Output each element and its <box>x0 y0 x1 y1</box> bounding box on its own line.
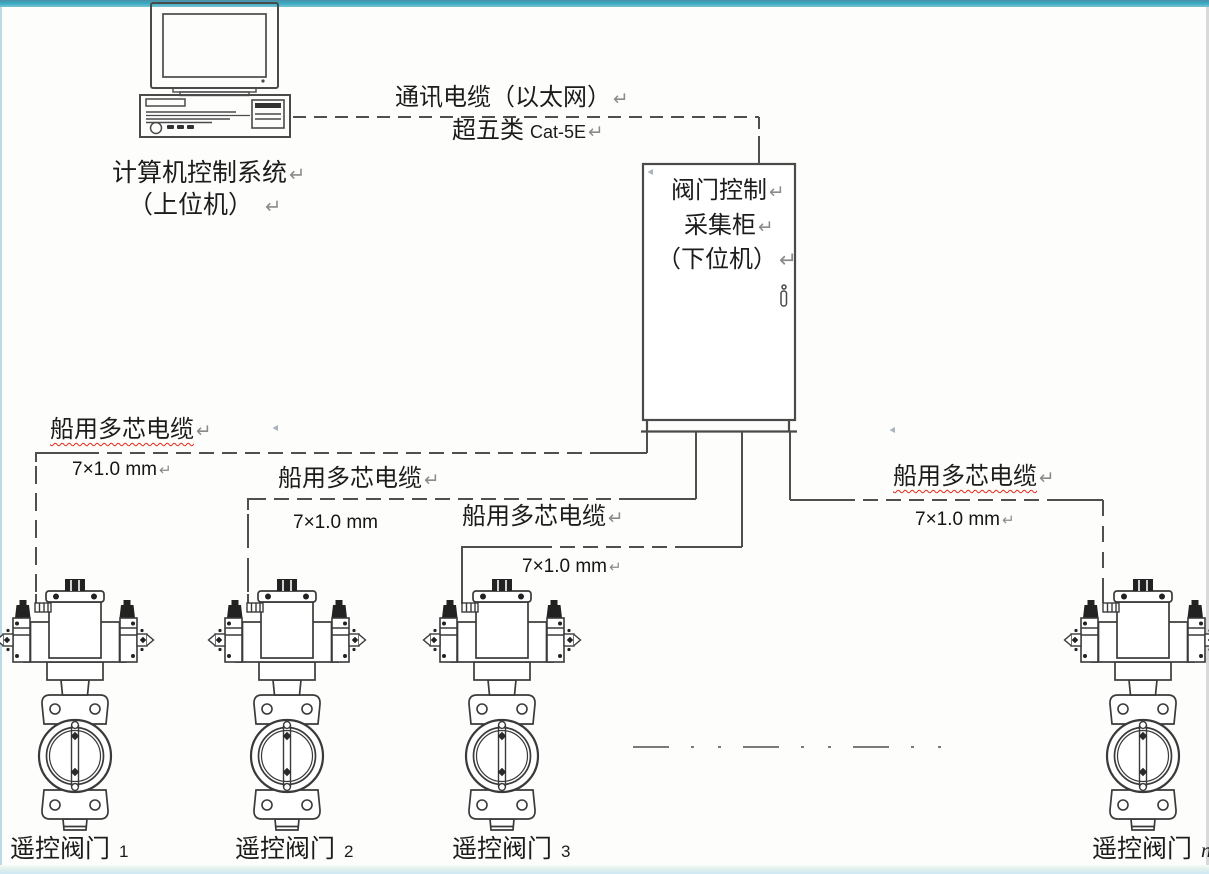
return-mark: ↵ <box>779 248 798 272</box>
cable-4-spec: 7×1.0 mm↵ <box>915 509 1015 530</box>
valve-n-label: 遥控阀门n <box>1092 836 1209 863</box>
return-mark: ↵ <box>608 508 624 529</box>
cable-3-spec: 7×1.0 mm↵ <box>522 556 622 577</box>
valve-n-graphic <box>1065 579 1209 830</box>
cable-3-label: 船用多芯电缆↵ <box>462 504 624 530</box>
computer-label-line1: 计算机控制系统↵ <box>112 160 306 187</box>
valve-2-graphic <box>209 579 366 830</box>
return-mark: ↵ <box>769 182 785 203</box>
cabinet-label-line2: 采集柜↵ <box>684 213 774 239</box>
cable-2-spec: 7×1.0 mm <box>293 512 379 533</box>
right-border-line <box>1206 7 1209 865</box>
bottom-border-bar <box>0 865 1209 874</box>
return-mark: ↵ <box>613 89 629 110</box>
return-mark: ↵ <box>758 217 774 238</box>
comm-cable-category: 超五类 Cat-5E↵ <box>452 118 604 144</box>
return-mark: ↵ <box>1039 468 1055 489</box>
cabinet-label-line3: （下位机）↵ <box>657 247 798 273</box>
return-mark: ↵ <box>588 122 604 143</box>
computer-label-line2: （上位机）↵ <box>128 192 282 219</box>
top-border-bar <box>0 0 1209 7</box>
computer-graphic <box>139 2 291 138</box>
anchor-marks <box>272 169 895 433</box>
cabinet-label-line1: 阀门控制↵ <box>671 178 785 204</box>
cable-2-label: 船用多芯电缆↵ <box>278 466 440 492</box>
return-mark: ↵ <box>289 165 306 186</box>
return-mark: ↵ <box>196 421 212 442</box>
left-border-line <box>0 7 2 865</box>
cable-1-spec: 7×1.0 mm↵ <box>72 459 172 480</box>
cabinet-graphic <box>641 162 797 433</box>
cable-4-label: 船用多芯电缆↵ <box>893 464 1055 490</box>
return-mark: ↵ <box>159 463 172 479</box>
return-mark: ↵ <box>424 470 440 491</box>
return-mark: ↵ <box>609 560 622 576</box>
comm-cable-label: 通讯电缆（以太网）↵ <box>395 85 629 111</box>
valve-3-graphic <box>424 579 581 830</box>
return-mark: ↵ <box>1002 513 1015 529</box>
cable-1-label: 船用多芯电缆↵ <box>50 417 212 443</box>
valve-1-graphic <box>0 579 154 830</box>
return-mark: ↵ <box>265 197 282 218</box>
cable-lines <box>35 116 1104 604</box>
